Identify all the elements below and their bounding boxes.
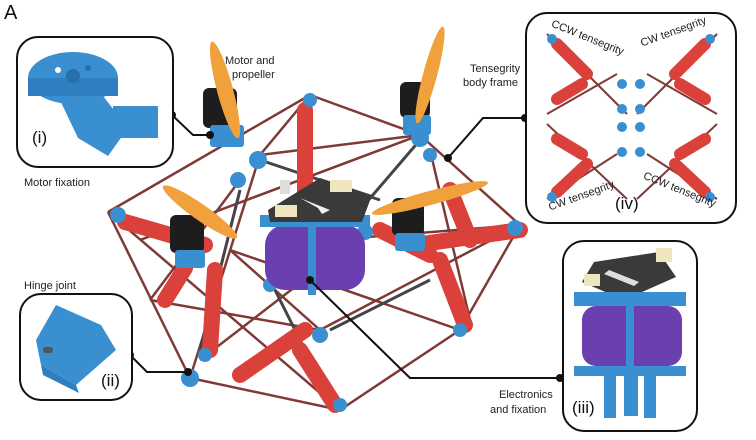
label-motor-line2: propeller: [232, 69, 275, 81]
motor-mounts: [175, 115, 431, 268]
inset-iv-label: (iv): [615, 194, 639, 213]
label-motor-fixation: Motor fixation: [24, 177, 91, 189]
label-hinge-joint: Hinge joint: [24, 280, 76, 292]
inset-iii-label: (iii): [572, 398, 595, 417]
motor-fixation-part-icon: [28, 52, 158, 156]
electronics-module-part-icon: [574, 248, 686, 418]
inset-electronics: (iii): [562, 240, 698, 432]
inset-tensegrity-variants: CCW tensegrity CW tensegrity CW tensegri…: [525, 12, 737, 224]
hinge-joint-part-icon: [36, 305, 116, 393]
inset-motor-fixation: (i): [16, 36, 174, 168]
panel-label: A: [4, 2, 18, 24]
propellers: [162, 26, 488, 239]
label-tensegrity-line2: body frame: [463, 77, 519, 89]
label-motor-line1: Motor and: [225, 55, 275, 67]
inset-hinge-joint: (ii): [19, 293, 133, 401]
label-tensegrity-line1: Tensegrity: [470, 63, 521, 75]
hinge-nodes: [110, 93, 523, 412]
inset-ii-label: (ii): [101, 371, 120, 390]
tensegrity-variants-illustration: [546, 33, 718, 202]
callout-lines: [129, 114, 560, 379]
inset-i-label: (i): [32, 128, 48, 147]
label-electronics-line1: Electronics: [499, 389, 553, 401]
electronics-module: [260, 178, 372, 295]
label-electronics-line2: and fixation: [490, 404, 547, 416]
